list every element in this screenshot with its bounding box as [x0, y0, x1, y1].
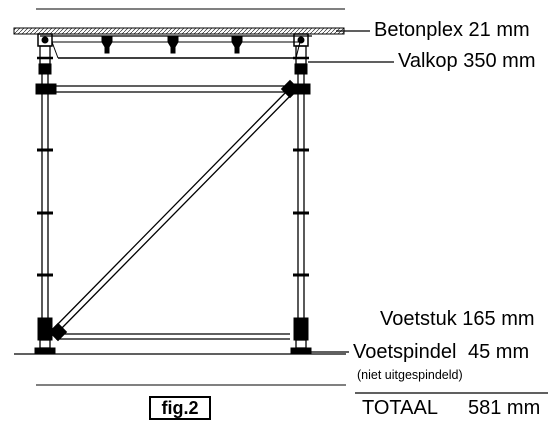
betonplex-label: Betonplex 21 mm — [374, 20, 530, 40]
beam-clamps — [101, 35, 243, 54]
left-standard — [37, 74, 53, 330]
right-base — [293, 317, 309, 349]
voetstuk-size: 165 mm — [462, 308, 535, 330]
betonplex-plate — [13, 27, 345, 35]
bottom-ledger — [56, 333, 290, 340]
top-ledger — [35, 83, 311, 95]
total-label: TOTAAL — [362, 397, 438, 419]
voetstuk-name: Voetstuk — [380, 308, 457, 330]
betonplex-name: Betonplex — [374, 19, 463, 41]
voetspindel-name: Voetspindel — [353, 341, 457, 363]
left-drop-head — [37, 33, 53, 75]
diagonal-brace — [48, 79, 300, 342]
valkop-name: Valkop — [398, 50, 458, 72]
total-value: 581 mm — [468, 397, 541, 419]
right-drop-head — [293, 33, 309, 75]
valkop-size: 350 mm — [463, 50, 536, 72]
figure-label: fig.2 — [149, 396, 211, 420]
voetspindel-note: (niet uitgespindeld) — [357, 368, 463, 382]
valkop-label: Valkop 350 mm — [398, 51, 535, 71]
left-base — [37, 317, 53, 349]
right-standard — [293, 74, 309, 330]
voetspindel-size: 45 mm — [467, 341, 530, 363]
foot-spindles — [34, 347, 312, 354]
betonplex-size: 21 mm — [468, 19, 530, 41]
voetspindel-label: Voetspindel 45 mm — [353, 342, 529, 362]
voetstuk-label: Voetstuk 165 mm — [380, 309, 535, 329]
